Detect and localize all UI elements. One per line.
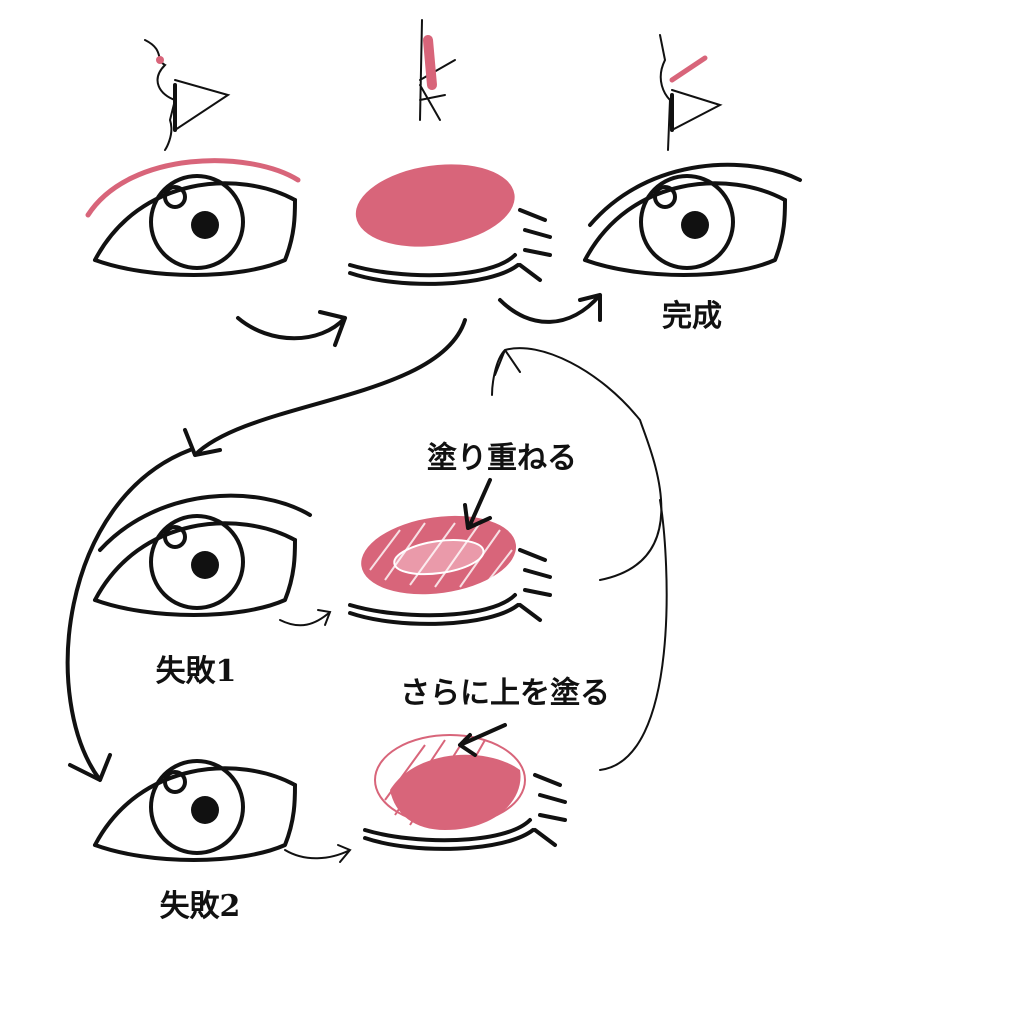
eye-shadow-overpainted xyxy=(363,734,567,851)
brow-highlight xyxy=(85,158,301,218)
label-complete: 完成 xyxy=(662,299,722,334)
profile-sketch-2 xyxy=(419,19,456,121)
profile-sketch-3 xyxy=(659,34,723,151)
label-fail2: 失敗2 xyxy=(159,889,241,924)
eye-before xyxy=(93,174,297,277)
eye-shadow-layered xyxy=(348,515,552,626)
profile-sketch-1 xyxy=(144,39,231,151)
eye-complete xyxy=(583,162,802,277)
label-fail1: 失敗1 xyxy=(155,654,237,689)
eye-shadow-step xyxy=(348,164,552,286)
label-paint-over: さらに上を塗る xyxy=(400,676,610,711)
label-layer-over: 塗り重ねる xyxy=(427,441,577,476)
eye-fail2 xyxy=(93,759,297,862)
eye-fail1 xyxy=(93,493,312,617)
